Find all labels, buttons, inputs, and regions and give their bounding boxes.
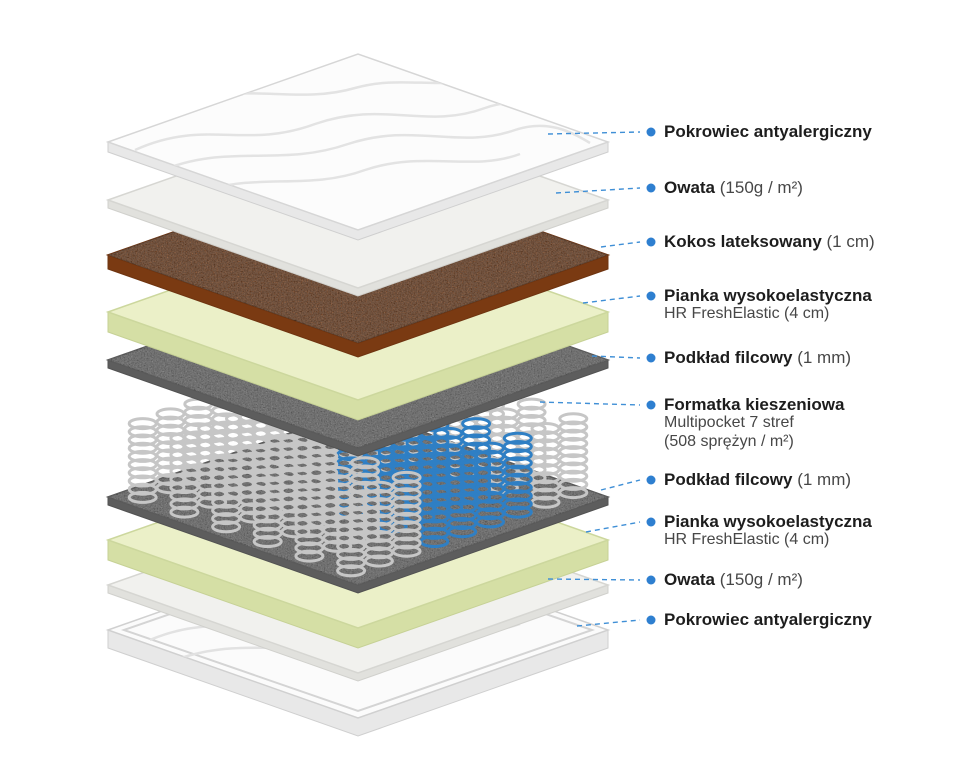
leader-line (582, 295, 641, 304)
leader-dot (646, 127, 656, 137)
label-pokrowiec-top: Pokrowiec antyalergiczny (664, 122, 958, 141)
label-bold: Kokos lateksowany (664, 232, 822, 251)
leader-line (539, 401, 641, 406)
leader-dot (646, 237, 656, 247)
label-owata-bottom: Owata (150g / m²) (664, 570, 958, 589)
label-bold: Pianka wysokoelastyczna (664, 512, 872, 531)
label-bold: Owata (664, 178, 716, 197)
label-kokos: Kokos lateksowany (1 cm) (664, 232, 958, 251)
leader-dot (646, 353, 656, 363)
label-detail: (150g / m²) (715, 178, 803, 197)
leader-line (547, 131, 641, 135)
leader-dot (646, 183, 656, 193)
label-foam-bottom: Pianka wysokoelastyczna HR FreshElastic … (664, 512, 958, 550)
label-pokrowiec-bottom: Pokrowiec antyalergiczny (664, 610, 958, 629)
label-felt-bottom: Podkład filcowy (1 mm) (664, 470, 958, 489)
layer-cover-top (105, 53, 611, 241)
label-foam-top: Pianka wysokoelastyczna HR FreshElastic … (664, 286, 958, 324)
leader-dot (646, 291, 656, 301)
label-subline: (508 sprężyn / m²) (664, 432, 794, 450)
label-bold: Pianka wysokoelastyczna (664, 286, 872, 305)
label-subline: HR FreshElastic (4 cm) (664, 305, 830, 322)
label-subline: Multipocket 7 stref (664, 414, 794, 431)
label-felt-top: Podkład filcowy (1 mm) (664, 348, 958, 367)
label-bold: Owata (664, 570, 716, 589)
leader-line (576, 619, 641, 627)
label-detail: (1 mm) (792, 348, 852, 367)
leader-line (600, 479, 641, 491)
label-detail: (1 cm) (821, 232, 875, 251)
leader-dots (646, 127, 656, 625)
leader-line (547, 578, 641, 581)
leader-dot (646, 517, 656, 527)
leader-line (591, 355, 641, 359)
leader-dot (646, 400, 656, 410)
label-bold: Podkład filcowy (664, 470, 793, 489)
leader-dot (646, 615, 656, 625)
label-detail: (150g / m²) (715, 570, 803, 589)
label-detail: (1 mm) (792, 470, 852, 489)
leader-line (600, 241, 641, 248)
label-bold: Formatka kieszeniowa (664, 395, 845, 414)
leader-dot (646, 475, 656, 485)
label-springs: Formatka kieszeniowa Multipocket 7 stref… (664, 395, 958, 451)
label-bold: Pokrowiec antyalergiczny (664, 610, 872, 629)
label-owata-top: Owata (150g / m²) (664, 178, 958, 197)
leader-dot (646, 575, 656, 585)
label-bold: Podkład filcowy (664, 348, 793, 367)
leader-line (585, 521, 641, 533)
label-bold: Pokrowiec antyalergiczny (664, 122, 872, 141)
label-subline: HR FreshElastic (4 cm) (664, 531, 830, 548)
leader-lines (539, 131, 641, 627)
